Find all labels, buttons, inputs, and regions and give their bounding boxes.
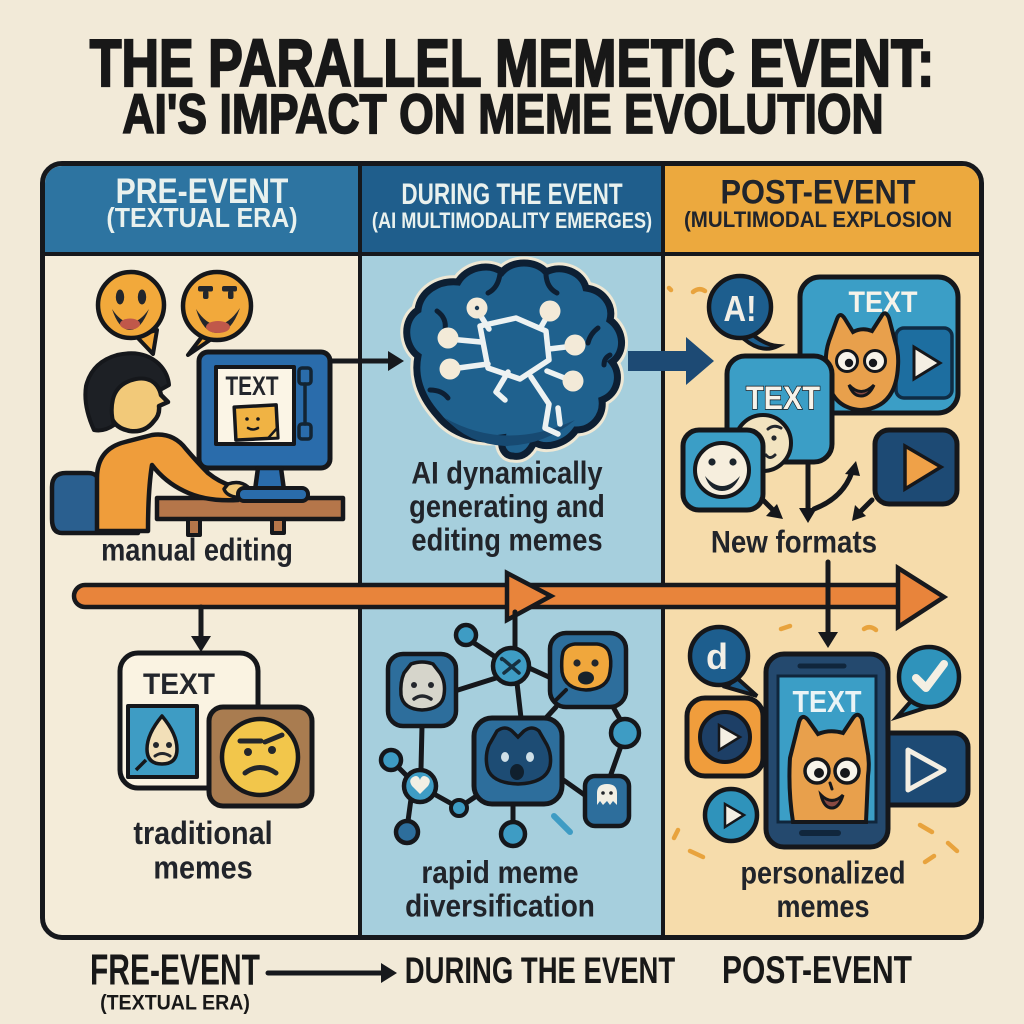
svg-text:TEXT: TEXT xyxy=(746,380,820,416)
svg-text:d: d xyxy=(706,636,728,677)
svg-text:TEXT: TEXT xyxy=(226,371,279,401)
svg-text:A!: A! xyxy=(724,288,757,329)
svg-text:TEXT: TEXT xyxy=(793,684,862,719)
svg-text:TEXT: TEXT xyxy=(143,668,215,701)
